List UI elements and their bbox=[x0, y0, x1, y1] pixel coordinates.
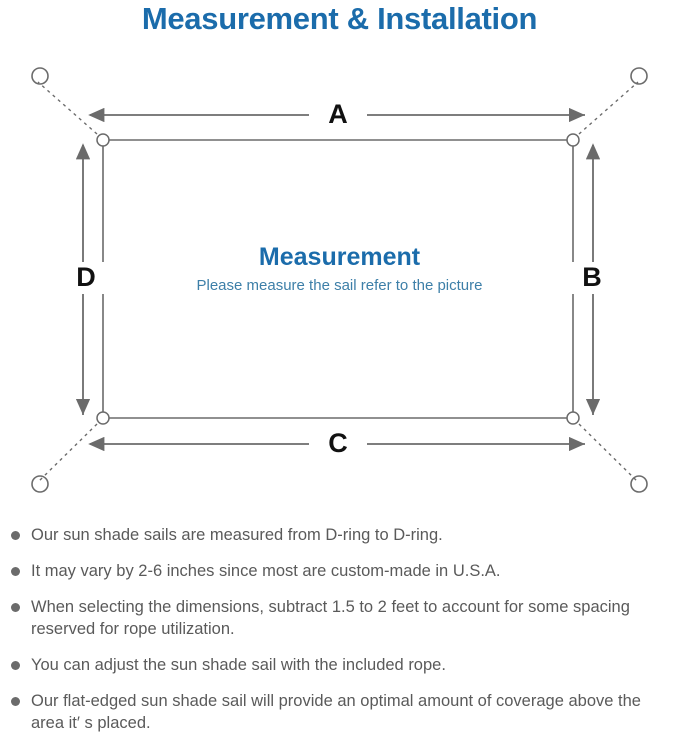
list-item: You can adjust the sun shade sail with t… bbox=[0, 654, 679, 676]
anchor-point-bottom-right bbox=[630, 475, 648, 493]
bullet-icon bbox=[11, 531, 20, 540]
list-item-text: When selecting the dimensions, subtract … bbox=[31, 598, 630, 638]
bullet-icon bbox=[11, 603, 20, 612]
rope-top-left bbox=[37, 81, 98, 135]
diagram-inner-heading: Measurement bbox=[258, 243, 421, 271]
list-item: Our flat-edged sun shade sail will provi… bbox=[0, 690, 679, 734]
d-ring-bottom-right bbox=[566, 411, 580, 425]
anchor-point-top-right bbox=[630, 67, 648, 85]
page-title: Measurement & Installation bbox=[141, 1, 538, 36]
dimension-label-d: D bbox=[60, 262, 112, 294]
d-ring-top-left bbox=[96, 133, 110, 147]
d-rings bbox=[96, 133, 580, 425]
bullet-icon bbox=[11, 567, 20, 576]
d-ring-top-right bbox=[566, 133, 580, 147]
bullet-icon bbox=[11, 697, 20, 706]
rope-bottom-right bbox=[578, 423, 639, 483]
rope-bottom-left bbox=[37, 423, 98, 483]
dimension-label-a: A bbox=[309, 99, 367, 131]
list-item-text: Our flat-edged sun shade sail will provi… bbox=[31, 692, 641, 732]
rope-top-right bbox=[578, 81, 639, 135]
d-ring-bottom-left bbox=[96, 411, 110, 425]
anchor-points bbox=[31, 67, 648, 493]
anchor-point-top-left bbox=[31, 67, 49, 85]
dimension-label-c: C bbox=[309, 428, 367, 460]
anchor-point-bottom-left bbox=[31, 475, 49, 493]
list-item: It may vary by 2-6 inches since most are… bbox=[0, 560, 679, 582]
list-item: When selecting the dimensions, subtract … bbox=[0, 596, 679, 640]
notes-list: Our sun shade sails are measured from D-… bbox=[0, 524, 679, 748]
list-item: Our sun shade sails are measured from D-… bbox=[0, 524, 679, 546]
list-item-text: You can adjust the sun shade sail with t… bbox=[31, 656, 446, 674]
list-item-text: Our sun shade sails are measured from D-… bbox=[31, 526, 443, 544]
rope-lines bbox=[37, 81, 639, 483]
dimension-label-b: B bbox=[566, 262, 618, 294]
diagram-inner-subheading: Please measure the sail refer to the pic… bbox=[196, 277, 483, 294]
list-item-text: It may vary by 2-6 inches since most are… bbox=[31, 562, 501, 580]
bullet-icon bbox=[11, 661, 20, 670]
